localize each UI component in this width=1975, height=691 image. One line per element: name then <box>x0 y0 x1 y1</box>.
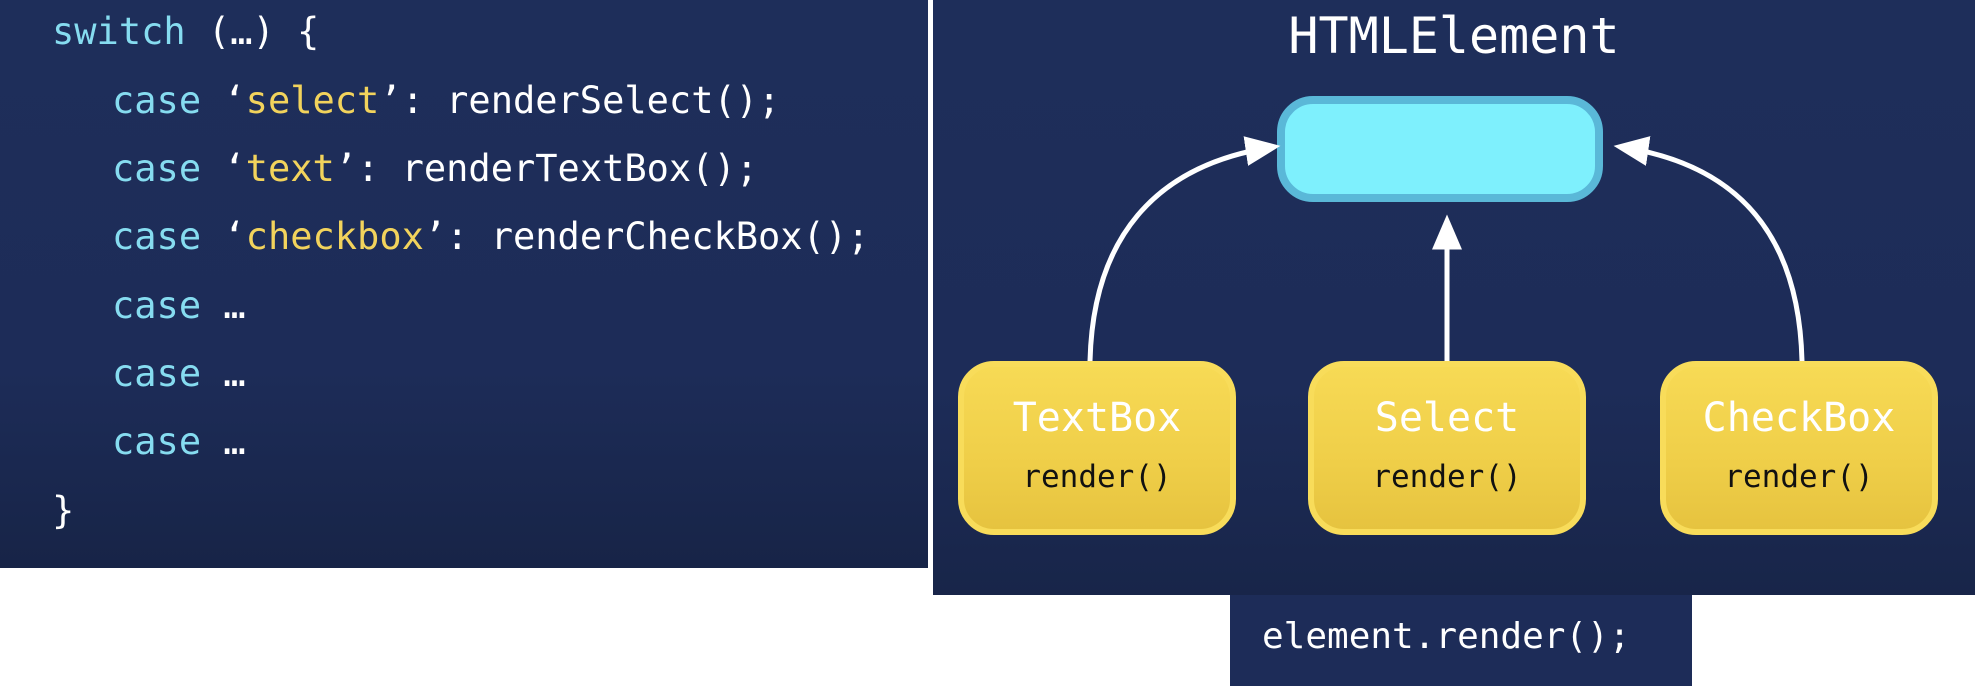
case-keyword: case <box>112 352 202 395</box>
case-line-select: case ‘select’: renderSelect(); <box>112 77 780 125</box>
class-method: render() <box>1724 459 1874 495</box>
case-keyword: case <box>112 79 202 122</box>
case-keyword: case <box>112 147 202 190</box>
case-value: select <box>245 79 380 122</box>
select-class-box: Select render() <box>1308 361 1586 535</box>
closing-brace: } <box>52 489 75 532</box>
textbox-class-box: TextBox render() <box>958 361 1236 535</box>
case-keyword: case <box>112 215 202 258</box>
case-body: ’: renderCheckBox(); <box>423 215 870 258</box>
checkbox-class-box: CheckBox render() <box>1660 361 1938 535</box>
case-open-quote: ‘ <box>201 79 246 122</box>
case-body: ’: renderSelect(); <box>379 79 781 122</box>
arrow-checkbox-to-parent <box>1613 136 1805 362</box>
inheritance-arrows <box>1087 136 1805 362</box>
class-method: render() <box>1022 459 1172 495</box>
case-line-ellipsis: case … <box>112 418 246 466</box>
class-hierarchy-diagram: HTMLElement TextBox render() Select rend… <box>933 0 1975 595</box>
class-name: TextBox <box>1012 395 1182 441</box>
case-open-quote: ‘ <box>201 215 246 258</box>
class-name: Select <box>1374 395 1520 441</box>
case-value: text <box>245 147 335 190</box>
polymorphic-call-box: element.render(); <box>1230 595 1692 686</box>
case-line-checkbox: case ‘checkbox’: renderCheckBox(); <box>112 213 869 261</box>
case-keyword: case <box>112 284 202 327</box>
htmlelement-parent-box <box>1277 96 1603 202</box>
render-call-text: element.render(); <box>1262 616 1631 657</box>
case-ellipsis: … <box>201 284 246 327</box>
case-line-ellipsis: case … <box>112 282 246 330</box>
class-method: render() <box>1372 459 1522 495</box>
switch-line: switch (…) { <box>52 8 319 56</box>
switch-code-panel: switch (…) { case ‘select’: renderSelect… <box>0 0 928 568</box>
case-value: checkbox <box>245 215 424 258</box>
case-body: ’: renderTextBox(); <box>334 147 759 190</box>
diagram-title: HTMLElement <box>1288 7 1620 65</box>
arrow-textbox-to-parent <box>1087 136 1281 362</box>
case-line-ellipsis: case … <box>112 350 246 398</box>
case-keyword: case <box>112 420 202 463</box>
case-ellipsis: … <box>201 420 246 463</box>
case-ellipsis: … <box>201 352 246 395</box>
case-line-text: case ‘text’: renderTextBox(); <box>112 145 758 193</box>
case-open-quote: ‘ <box>201 147 246 190</box>
switch-keyword: switch <box>52 10 186 53</box>
switch-condition: (…) { <box>185 10 320 53</box>
class-name: CheckBox <box>1702 395 1896 441</box>
